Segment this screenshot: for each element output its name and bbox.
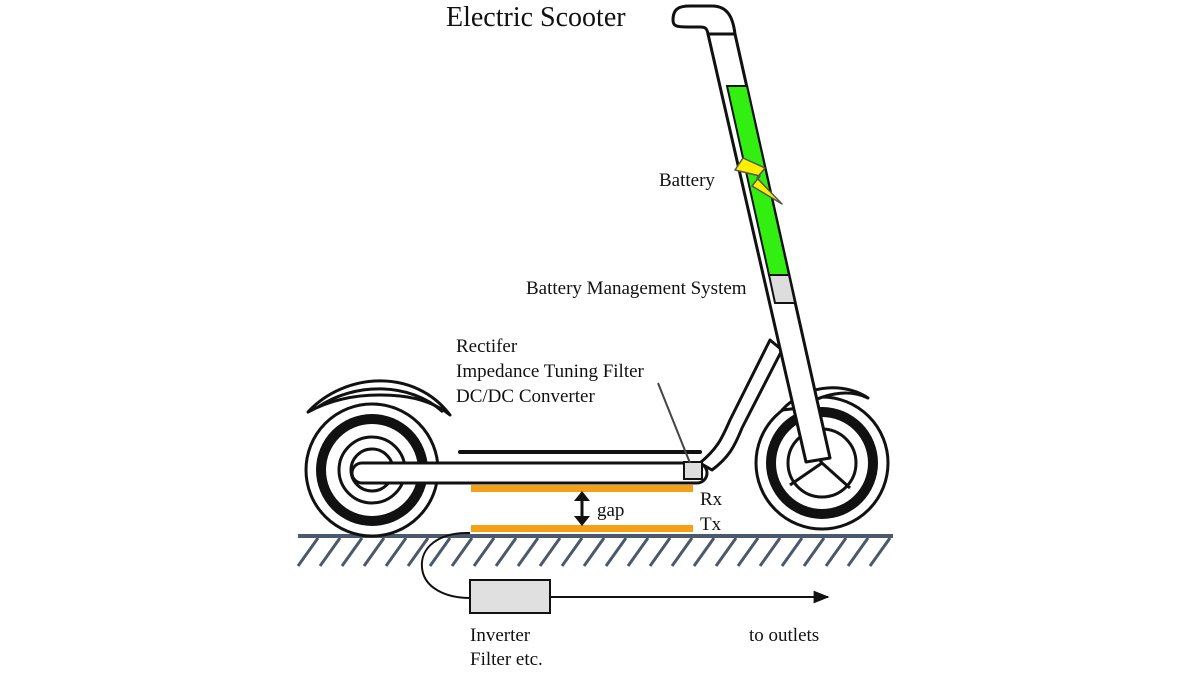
label-tx: Tx bbox=[700, 514, 722, 535]
label-battery: Battery bbox=[659, 170, 715, 191]
ground-hatch-mark bbox=[450, 537, 474, 567]
label-filter-etc: Filter etc. bbox=[470, 649, 543, 670]
ground bbox=[296, 534, 893, 567]
label-gap: gap bbox=[597, 500, 625, 521]
deck bbox=[350, 450, 709, 485]
label-dcdc: DC/DC Converter bbox=[456, 386, 595, 407]
rx-coil bbox=[471, 485, 693, 492]
ground-hatch-mark bbox=[648, 537, 672, 567]
label-impedance-filter: Impedance Tuning Filter bbox=[456, 361, 644, 382]
ground-hatch-mark bbox=[604, 537, 628, 567]
ground-hatch-mark bbox=[758, 537, 782, 567]
ground-hatch-mark bbox=[384, 537, 408, 567]
ground-hatch-mark bbox=[582, 537, 606, 567]
ground-hatch-mark bbox=[736, 537, 760, 567]
rear-fender bbox=[306, 379, 452, 417]
gap-arrow-icon bbox=[574, 491, 590, 526]
ground-hatch-mark bbox=[406, 537, 430, 567]
handlebar bbox=[671, 4, 737, 36]
receiver-module bbox=[683, 461, 703, 480]
ground-hatch-mark bbox=[714, 537, 738, 567]
ground-hatch-mark bbox=[560, 537, 584, 567]
ground-hatch-mark bbox=[846, 537, 870, 567]
ground-hatch-mark bbox=[692, 537, 716, 567]
ground-hatch-mark bbox=[340, 537, 364, 567]
bms-block bbox=[767, 274, 797, 304]
tx-coil bbox=[471, 525, 693, 532]
lightning-icon bbox=[734, 157, 783, 205]
ground-hatch-mark bbox=[802, 537, 826, 567]
ground-hatch-mark bbox=[362, 537, 386, 567]
ground-hatch-mark bbox=[516, 537, 540, 567]
label-rx: Rx bbox=[700, 489, 723, 510]
ground-hatch-mark bbox=[296, 537, 320, 567]
leader-line-receiver bbox=[657, 382, 691, 464]
inverter-box bbox=[469, 579, 551, 614]
ground-hatch-mark bbox=[318, 537, 342, 567]
ground-hatch-mark bbox=[824, 537, 848, 567]
ground-hatch-mark bbox=[538, 537, 562, 567]
label-to-outlets: to outlets bbox=[749, 625, 820, 646]
ground-hatch-mark bbox=[472, 537, 496, 567]
cable bbox=[420, 531, 471, 599]
ground-hatch-mark bbox=[428, 537, 452, 567]
label-bms: Battery Management System bbox=[526, 278, 747, 299]
ground-hatch-mark bbox=[670, 537, 694, 567]
ground-hatch-mark bbox=[780, 537, 804, 567]
ground-hatch-mark bbox=[626, 537, 650, 567]
label-inverter: Inverter bbox=[470, 625, 531, 646]
label-rectifier: Rectifer bbox=[456, 336, 518, 357]
ground-hatch-mark bbox=[494, 537, 518, 567]
diagram-title: Electric Scooter bbox=[446, 2, 626, 33]
ground-hatch-mark bbox=[868, 537, 892, 567]
